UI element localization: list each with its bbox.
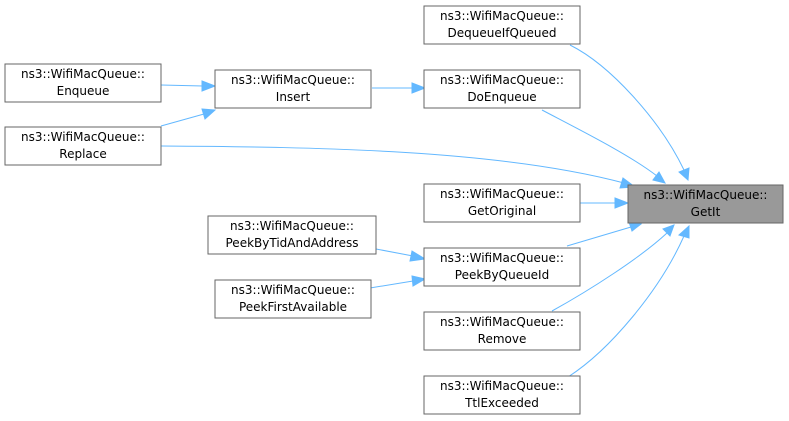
- svg-text:ns3::WifiMacQueue::: ns3::WifiMacQueue::: [440, 379, 564, 393]
- svg-text:ns3::WifiMacQueue::: ns3::WifiMacQueue::: [644, 188, 768, 202]
- svg-text:TtlExceeded: TtlExceeded: [464, 396, 539, 410]
- node-replace[interactable]: ns3::WifiMacQueue:: Replace: [4, 126, 162, 166]
- edge-enqueue-to-insert: [160, 80, 217, 92]
- node-getit[interactable]: ns3::WifiMacQueue:: GetIt: [627, 184, 784, 224]
- edge-getoriginal-to-getit: [580, 197, 630, 209]
- node-remove[interactable]: ns3::WifiMacQueue:: Remove: [423, 311, 581, 351]
- svg-text:PeekByQueueId: PeekByQueueId: [455, 268, 549, 282]
- svg-text:ns3::WifiMacQueue::: ns3::WifiMacQueue::: [21, 130, 145, 144]
- svg-text:GetOriginal: GetOriginal: [468, 204, 536, 218]
- svg-text:Remove: Remove: [478, 332, 527, 346]
- node-peekbyqueueid[interactable]: ns3::WifiMacQueue:: PeekByQueueId: [423, 247, 581, 287]
- edge-dequeueifqueued-to-getit: [569, 44, 690, 182]
- svg-text:ns3::WifiMacQueue::: ns3::WifiMacQueue::: [230, 219, 354, 233]
- svg-text:DequeueIfQueued: DequeueIfQueued: [447, 26, 556, 40]
- svg-text:PeekFirstAvailable: PeekFirstAvailable: [239, 300, 347, 314]
- node-enqueue[interactable]: ns3::WifiMacQueue:: Enqueue: [4, 63, 162, 103]
- svg-text:ns3::WifiMacQueue::: ns3::WifiMacQueue::: [440, 187, 564, 201]
- svg-text:ns3::WifiMacQueue::: ns3::WifiMacQueue::: [21, 67, 145, 81]
- edge-remove-to-getit: [551, 224, 675, 312]
- svg-text:ns3::WifiMacQueue::: ns3::WifiMacQueue::: [231, 73, 355, 87]
- svg-text:ns3::WifiMacQueue::: ns3::WifiMacQueue::: [440, 251, 564, 265]
- svg-text:ns3::WifiMacQueue::: ns3::WifiMacQueue::: [440, 315, 564, 329]
- svg-text:ns3::WifiMacQueue::: ns3::WifiMacQueue::: [231, 283, 355, 297]
- node-doenqueue[interactable]: ns3::WifiMacQueue:: DoEnqueue: [423, 69, 581, 109]
- node-ttlexceeded[interactable]: ns3::WifiMacQueue:: TtlExceeded: [423, 375, 581, 415]
- edge-replace-to-getit: [160, 145, 637, 189]
- edge-peekfirstavailable-to-peekbyqueueid: [369, 275, 427, 289]
- edge-ttlexceeded-to-getit: [567, 224, 690, 378]
- svg-text:GetIt: GetIt: [691, 205, 721, 219]
- svg-text:Replace: Replace: [59, 147, 106, 161]
- edge-peekbyqueueid-to-getit: [566, 221, 643, 247]
- svg-text:Enqueue: Enqueue: [57, 84, 110, 98]
- svg-text:DoEnqueue: DoEnqueue: [467, 90, 536, 104]
- edge-doenqueue-to-getit: [541, 109, 666, 184]
- svg-text:ns3::WifiMacQueue::: ns3::WifiMacQueue::: [440, 73, 564, 87]
- node-insert[interactable]: ns3::WifiMacQueue:: Insert: [214, 69, 372, 109]
- svg-text:Insert: Insert: [276, 90, 311, 104]
- edge-peekbytidandaddress-to-peekbyqueueid: [375, 248, 427, 262]
- svg-text:ns3::WifiMacQueue::: ns3::WifiMacQueue::: [440, 9, 564, 23]
- svg-text:PeekByTidAndAddress: PeekByTidAndAddress: [226, 236, 359, 250]
- edge-replace-to-insert: [160, 108, 217, 127]
- node-peekfirstavailable[interactable]: ns3::WifiMacQueue:: PeekFirstAvailable: [214, 279, 372, 319]
- node-peekbytidandaddress[interactable]: ns3::WifiMacQueue:: PeekByTidAndAddress: [207, 215, 377, 255]
- node-getoriginal[interactable]: ns3::WifiMacQueue:: GetOriginal: [423, 183, 581, 223]
- node-dequeueifqueued[interactable]: ns3::WifiMacQueue:: DequeueIfQueued: [423, 5, 581, 45]
- edge-insert-to-doenqueue: [372, 82, 427, 94]
